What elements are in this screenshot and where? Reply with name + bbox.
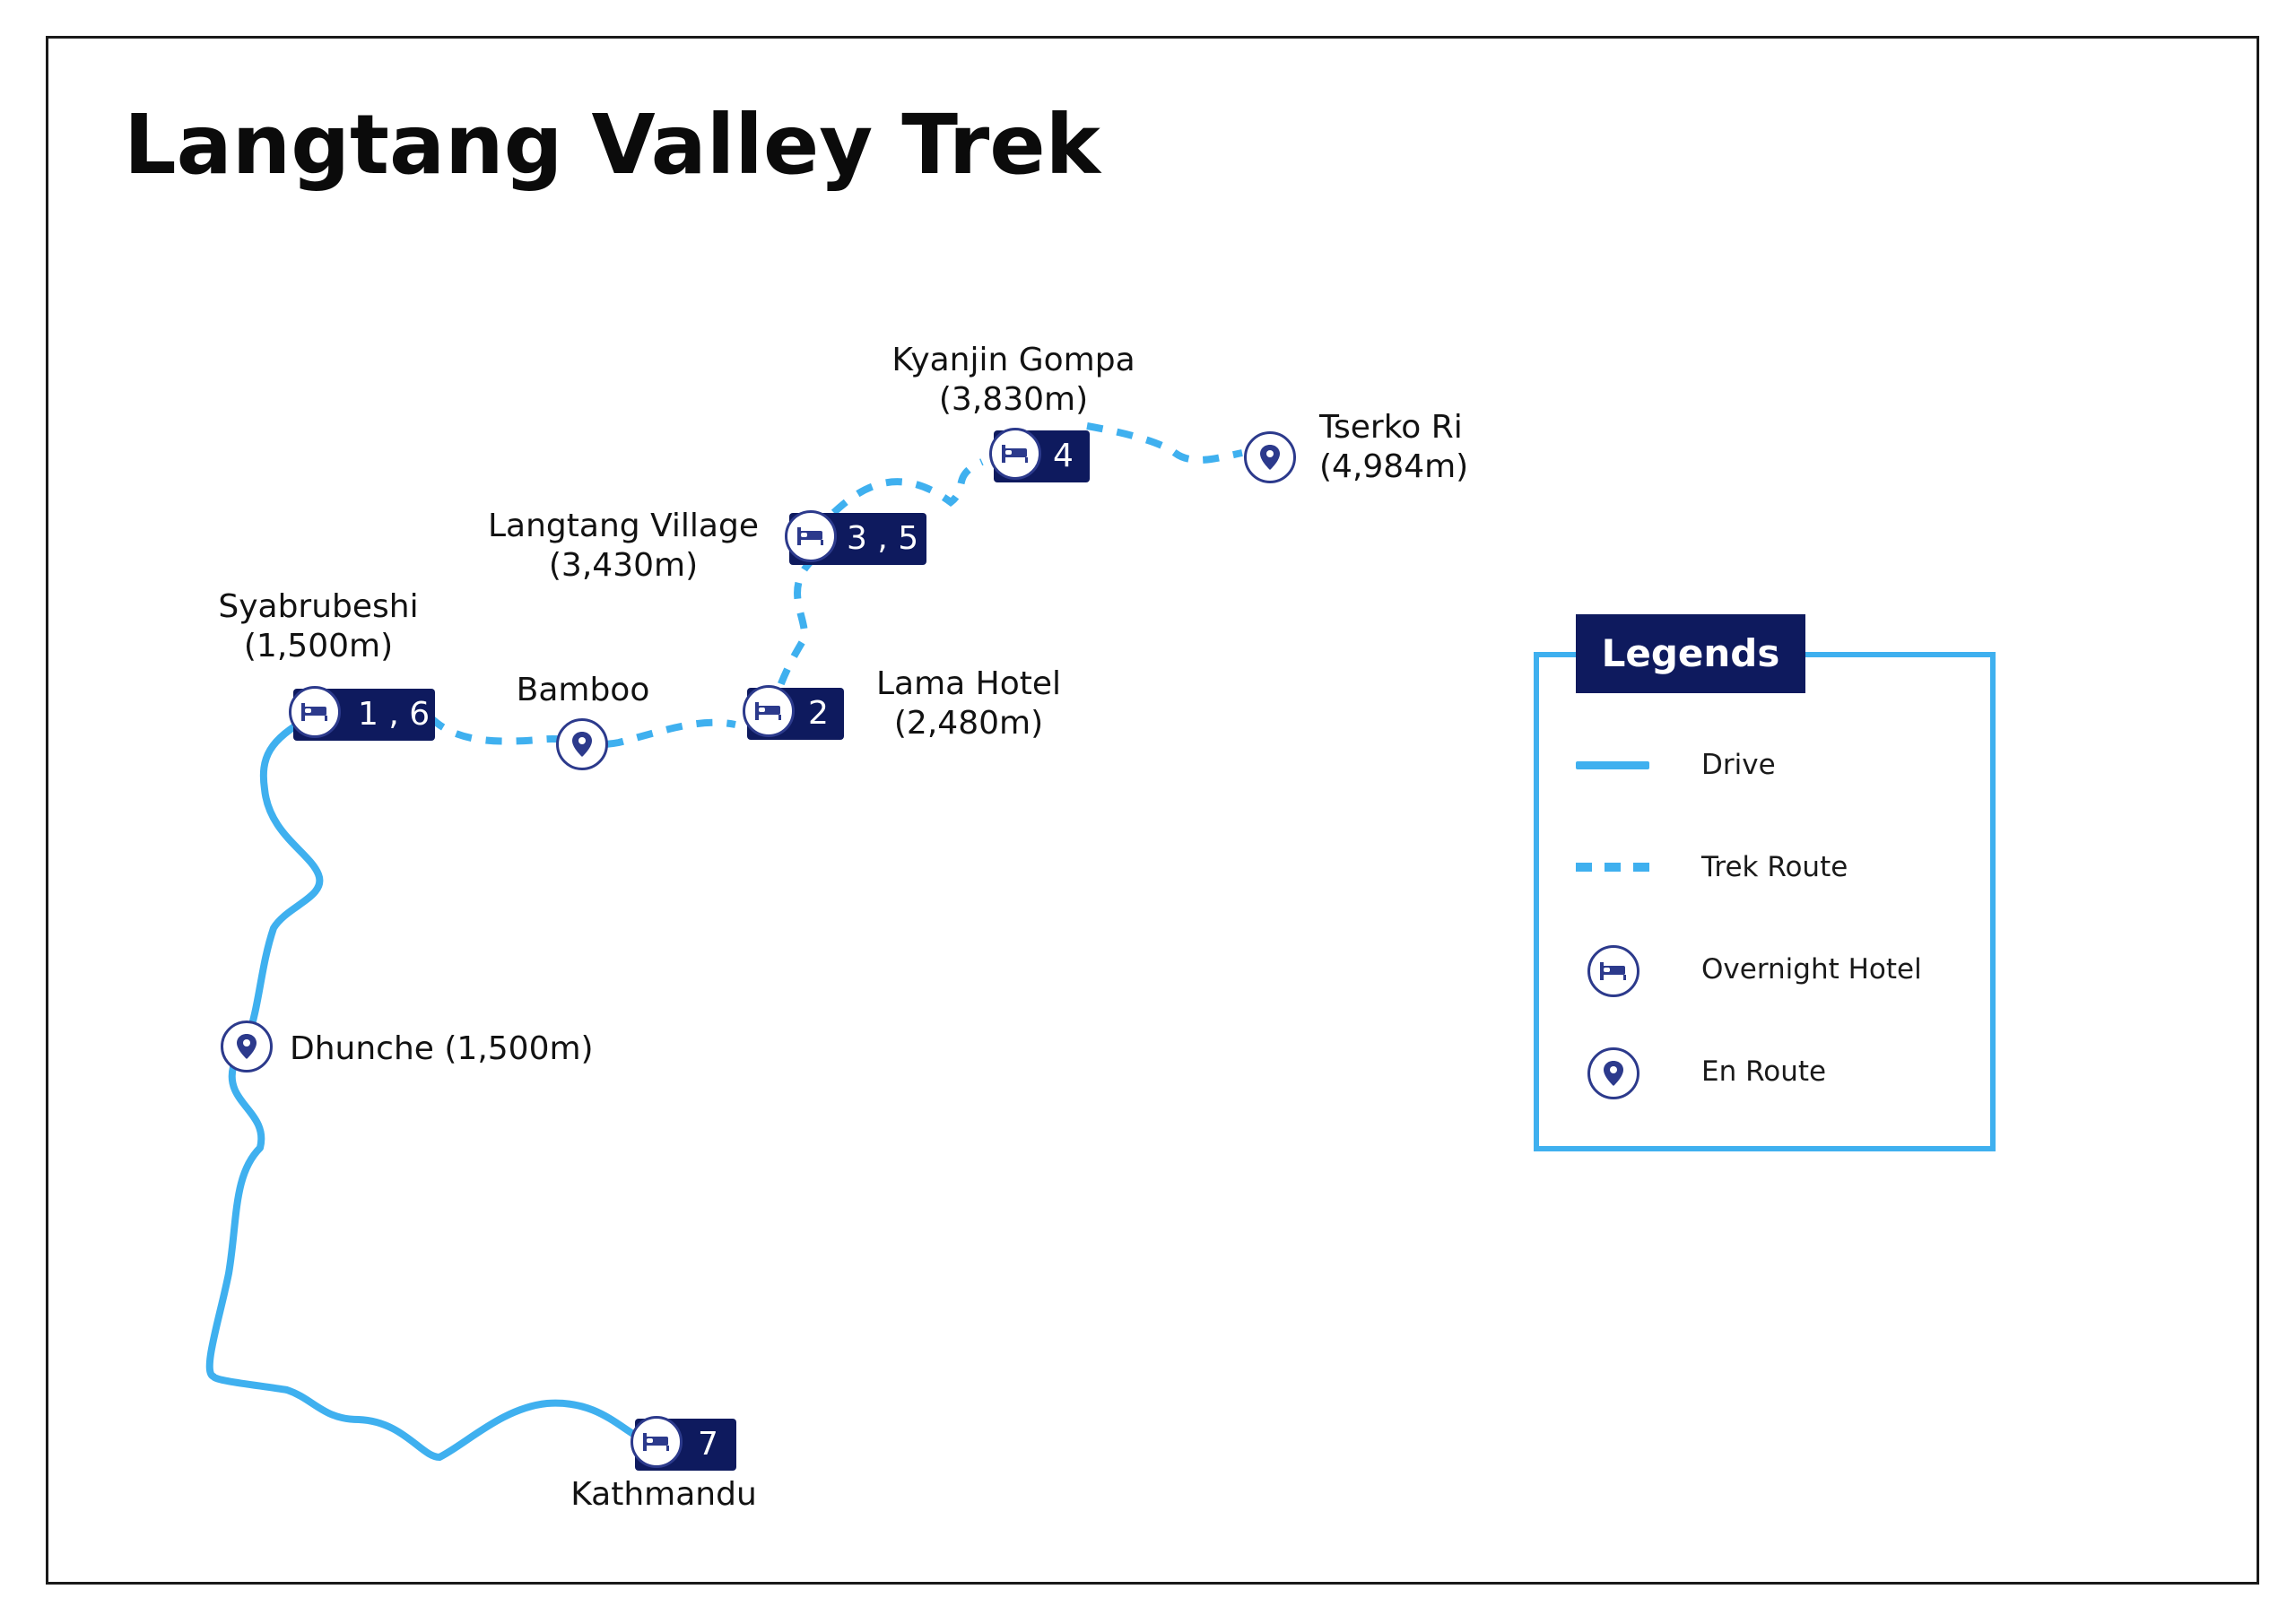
legend-trek-label: Trek Route [1701,851,1848,883]
bed-icon [989,428,1041,480]
day-numbers: 2 [808,695,829,732]
stop-elevation: (1,500m) [243,628,394,664]
stop-label-kyanjin-gompa: Kyanjin Gompa (3,830m) [879,341,1148,420]
stop-label-langtang-village: Langtang Village (3,430m) [475,507,771,586]
stop-name: Dhunche (1,500m) [290,1030,594,1067]
legend-drive-label: Drive [1701,749,1776,781]
map-pin-icon[interactable] [556,718,608,770]
drive-route-line [205,714,668,1461]
stop-name: Tserko Ri [1319,409,1463,446]
stop-name: Kyanjin Gompa [891,342,1135,378]
stop-name: Lama Hotel [875,665,1062,702]
stop-label-lama-hotel: Lama Hotel (2,480m) [848,664,1090,743]
map-pin-icon[interactable] [1244,431,1296,483]
legend-drive-swatch [1576,761,1649,769]
bed-icon [743,685,795,737]
legend-hotel-label: Overnight Hotel [1701,953,1922,986]
legend-trek-swatch [1576,863,1649,872]
day-numbers: 4 [1053,438,1074,474]
day-numbers: 3 , 5 [847,520,919,557]
stop-label-bamboo: Bamboo [484,671,682,710]
stop-elevation: (3,430m) [548,547,699,584]
bed-icon [1587,945,1639,997]
legend-enroute-label: En Route [1701,1055,1827,1088]
stop-elevation: (3,830m) [938,381,1089,418]
stop-name: Syabrubeshi [218,588,419,625]
day-numbers: 1 , 6 [358,696,430,733]
stop-label-kathmandu: Kathmandu [556,1475,771,1515]
stop-name: Langtang Village [488,508,759,544]
map-pin-icon [1587,1047,1639,1099]
bed-icon [631,1416,683,1468]
stop-elevation: (4,984m) [1319,448,1469,485]
bed-icon [785,510,837,562]
stop-name: Bamboo [516,672,650,708]
map-frame [46,36,2259,1585]
stop-name: Kathmandu [570,1476,757,1513]
map-title: Langtang Valley Trek [124,97,1100,193]
stop-elevation: (2,480m) [893,705,1044,742]
stop-label-dhunche: Dhunche (1,500m) [290,1029,594,1069]
stop-label-tserko-ri: Tserko Ri (4,984m) [1319,408,1468,487]
map-pin-icon[interactable] [221,1020,273,1073]
day-numbers: 7 [698,1426,718,1463]
legend-title: Legends [1576,614,1805,693]
bed-icon [289,686,341,738]
stop-label-syabrubeshi: Syabrubeshi (1,500m) [184,587,453,666]
